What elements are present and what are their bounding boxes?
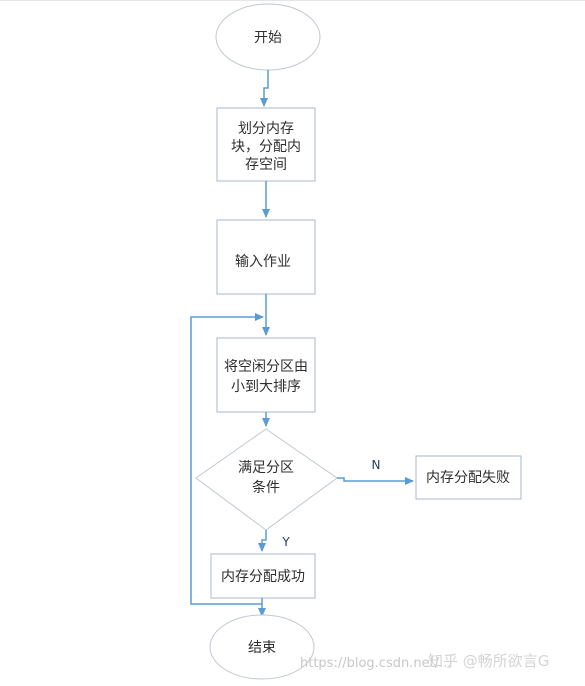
start-label: 开始 bbox=[254, 30, 282, 46]
fail-node bbox=[415, 455, 522, 500]
input-node bbox=[216, 219, 316, 295]
edge-loop-back bbox=[190, 313, 264, 605]
decision-label-line2: 条件 bbox=[252, 479, 280, 496]
input-label: 输入作业 bbox=[235, 254, 291, 270]
sort-label-line1: 将空闲分区由 bbox=[224, 359, 308, 375]
end-label: 结束 bbox=[248, 640, 276, 656]
end-node bbox=[209, 614, 315, 680]
edge-label-yes: Y bbox=[281, 535, 290, 549]
csdn-watermark: https://blog.csdn.net/... bbox=[300, 656, 451, 671]
allocate-node bbox=[216, 107, 316, 182]
edge-decision-success bbox=[258, 530, 267, 552]
allocate-label-line1: 划分内存 bbox=[238, 121, 294, 137]
zhihu-watermark: 知乎 @畅所欲言G bbox=[428, 652, 549, 670]
sort-node bbox=[216, 337, 316, 413]
allocate-label-line2: 块，分配内 bbox=[231, 139, 301, 155]
success-node bbox=[210, 553, 316, 599]
sort-label-line2: 小到大排序 bbox=[231, 379, 301, 395]
edge-start-allocate bbox=[260, 70, 269, 107]
allocate-label-line3: 存空间 bbox=[245, 157, 287, 173]
top-border-line bbox=[0, 0, 585, 1]
edge-label-no: N bbox=[372, 458, 381, 472]
fail-label: 内存分配失败 bbox=[426, 470, 510, 486]
decision-label-line1: 满足分区 bbox=[238, 460, 294, 476]
success-label: 内存分配成功 bbox=[221, 569, 305, 585]
edge-decision-fail bbox=[337, 477, 414, 485]
